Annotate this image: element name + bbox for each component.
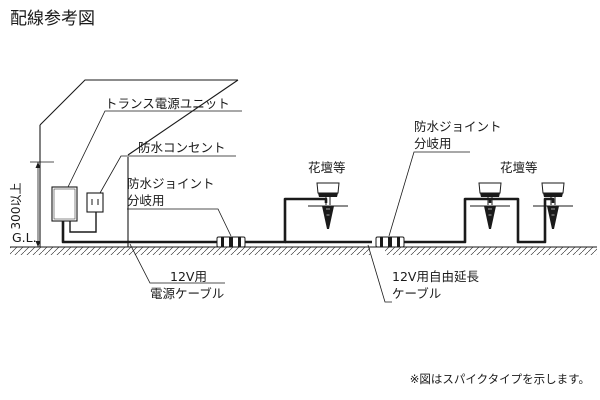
main-cable	[61, 221, 218, 244]
extension-cable-label-line2: ケーブル	[392, 286, 441, 301]
ground	[10, 246, 597, 255]
height-dimension: 300以上	[9, 161, 54, 247]
flowerbed-left-label: 花壇等	[308, 160, 346, 175]
transformer-label: トランス電源ユニット	[105, 96, 230, 111]
joint-right-label-line2: 分岐用	[414, 136, 452, 151]
house-outline	[39, 79, 239, 247]
main-cable-continuation	[244, 197, 328, 244]
transformer-cord	[69, 212, 97, 233]
waterproof-joint-left-icon	[216, 236, 246, 248]
ground-level-label: G.L.	[12, 230, 37, 245]
joint-left-label-line2: 分岐用	[127, 193, 165, 208]
right-cable-branch	[490, 197, 555, 244]
joint-right-leader	[388, 151, 470, 237]
spike-light-mid-icon	[469, 182, 511, 230]
extension-cable-label-line1: 12V用自由延長	[392, 269, 479, 284]
main-cable-leader	[129, 243, 225, 284]
right-cable	[404, 197, 492, 244]
joint-left-label-line1: 防水ジョイント	[127, 176, 215, 191]
transformer-leader	[67, 110, 242, 188]
spike-light-right-icon	[532, 182, 574, 230]
height-label: 300以上	[9, 183, 23, 230]
outlet-label: 防水コンセント	[138, 140, 226, 155]
waterproof-joint-right-icon	[375, 236, 405, 248]
outlet-leader	[99, 155, 236, 194]
spike-light-left-icon	[307, 182, 349, 230]
flowerbed-right-label: 花壇等	[500, 160, 538, 175]
extension-cable-leader	[367, 244, 392, 303]
joint-left-leader	[127, 208, 232, 237]
joint-right-label-line1: 防水ジョイント	[414, 119, 502, 134]
waterproof-outlet-icon	[86, 192, 104, 213]
transformer-box-icon	[51, 186, 78, 222]
footnote: ※図はスパイクタイプを示します。	[410, 372, 590, 386]
main-cable-label-line1: 12V用	[170, 269, 207, 284]
main-cable-label-line2: 電源ケーブル	[150, 286, 224, 301]
page-title: 配線参考図	[10, 9, 95, 29]
